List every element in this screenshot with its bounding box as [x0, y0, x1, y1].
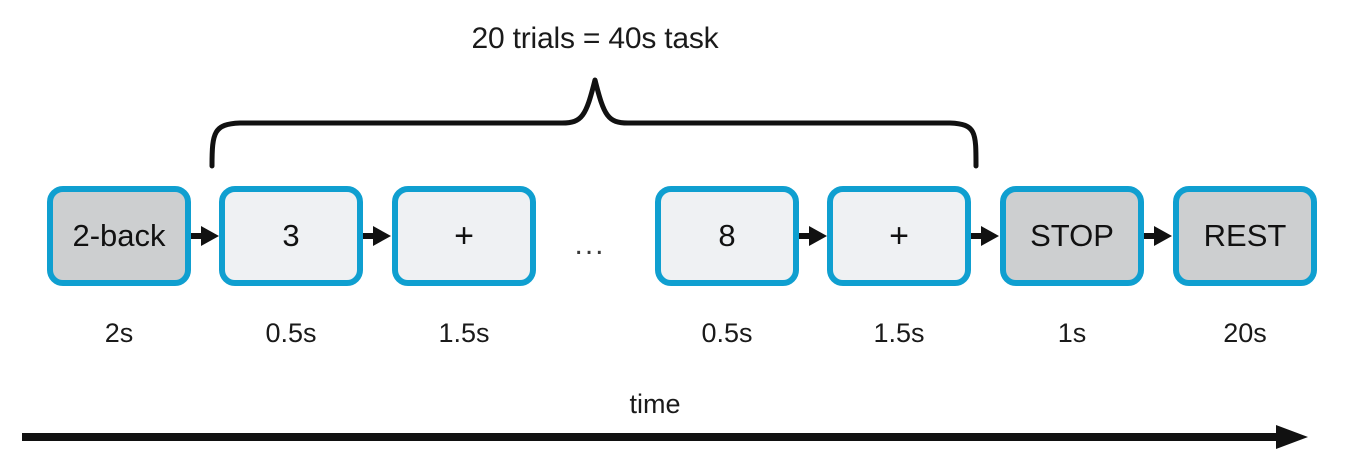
stage-box-fixation-2[interactable]: + — [827, 186, 971, 286]
duration-label-digit-3: 0.5s — [265, 318, 317, 348]
duration-label-rest: 20s — [1223, 318, 1267, 348]
time-axis-arrow — [22, 425, 1308, 449]
stage-label: REST — [1203, 217, 1287, 253]
sequence-ellipsis: ... — [574, 228, 606, 261]
stage-box-digit-8[interactable]: 8 — [655, 186, 799, 286]
duration-label-fixation-2: 1.5s — [873, 318, 925, 348]
duration-labels: 2s 0.5s 1.5s 0.5s 1.5s 1s 20s — [0, 318, 1358, 358]
duration-label-2-back: 2s — [104, 318, 134, 348]
stage-label: 2-back — [72, 217, 166, 253]
arrow-icon — [799, 226, 827, 246]
stage-sequence: 2-back 3 + ... 8 + STOP — [0, 186, 1358, 290]
time-axis-label: time — [629, 389, 681, 419]
brace-caption: 20 trials = 40s task — [471, 22, 719, 55]
arrow-icon — [971, 226, 999, 246]
duration-label-digit-8: 0.5s — [701, 318, 753, 348]
stage-label: + — [454, 217, 474, 255]
trial-span-brace — [209, 77, 979, 169]
duration-label-stop: 1s — [1057, 318, 1087, 348]
stage-box-fixation-1[interactable]: + — [392, 186, 536, 286]
stage-box-rest[interactable]: REST — [1173, 186, 1317, 286]
stage-box-digit-3[interactable]: 3 — [219, 186, 363, 286]
stage-label: 3 — [282, 217, 300, 253]
stage-box-2-back[interactable]: 2-back — [47, 186, 191, 286]
arrow-icon — [363, 226, 391, 246]
arrow-icon — [1144, 226, 1172, 246]
stage-label: STOP — [1030, 217, 1114, 253]
duration-label-fixation-1: 1.5s — [438, 318, 490, 348]
stage-label: + — [889, 217, 909, 255]
arrow-icon — [191, 226, 219, 246]
stage-label: 8 — [718, 217, 736, 253]
stage-box-stop[interactable]: STOP — [1000, 186, 1144, 286]
